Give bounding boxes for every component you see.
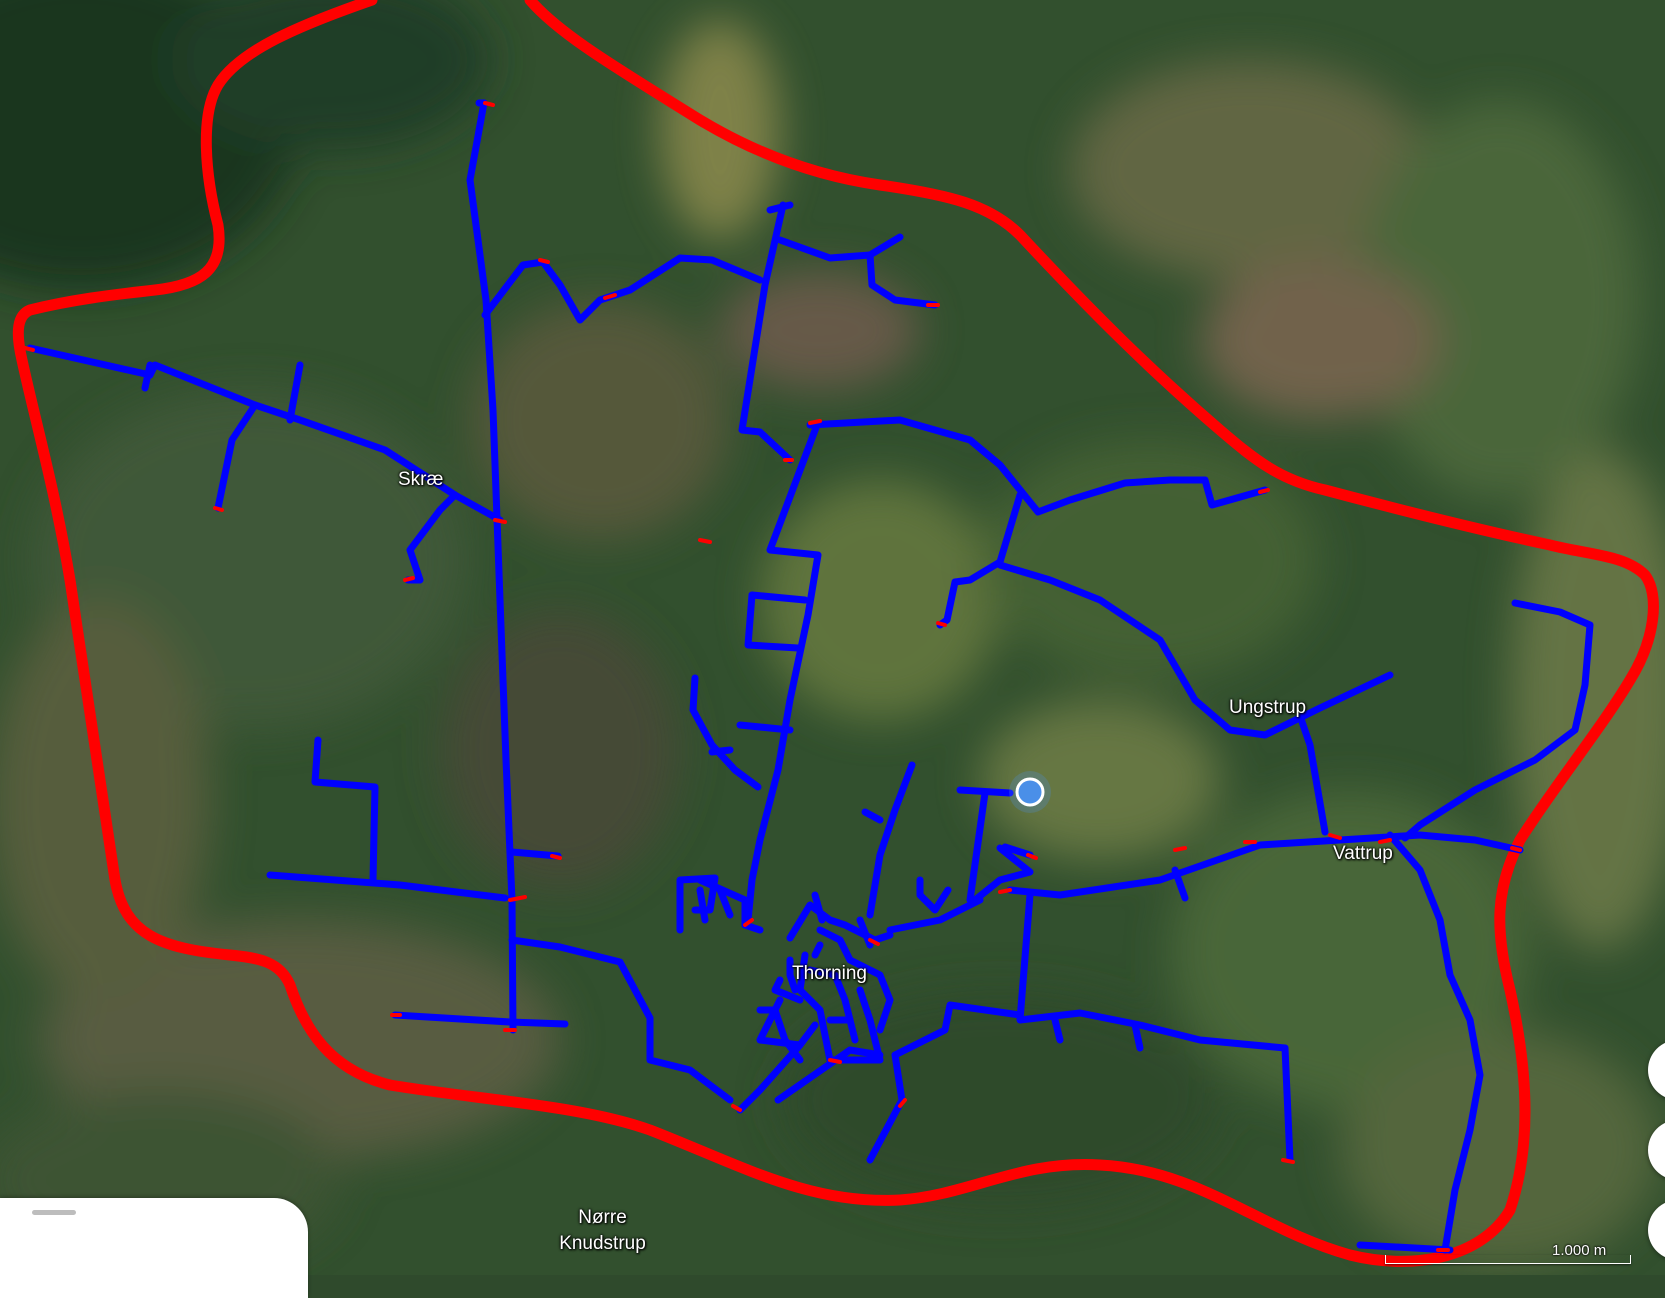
my-location-dot-icon[interactable] <box>1009 771 1051 813</box>
service-area-boundary <box>12 0 1659 1267</box>
zoom-out-button[interactable] <box>1648 1120 1665 1180</box>
scale-label: 1.000 m <box>1552 1242 1607 1259</box>
network-endpoint-markers <box>23 101 1522 1252</box>
zoom-in-button[interactable] <box>1648 1040 1665 1100</box>
layers-button[interactable] <box>1648 1200 1665 1260</box>
drag-handle[interactable] <box>32 1210 76 1215</box>
scale-bar-line <box>1385 1255 1631 1264</box>
bottom-sheet[interactable] <box>0 1198 308 1298</box>
utility-network <box>26 99 1594 1254</box>
